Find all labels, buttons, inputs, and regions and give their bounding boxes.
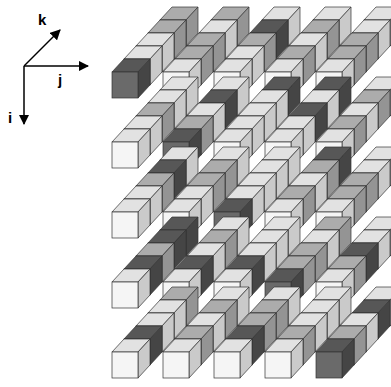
cube <box>316 339 354 378</box>
axis-label: k <box>38 12 46 27</box>
cube-face <box>201 46 213 85</box>
cube-face <box>150 46 162 85</box>
cube-face <box>112 212 138 238</box>
cube <box>112 59 150 98</box>
cube-face <box>138 199 150 238</box>
axis-label: i <box>8 110 12 125</box>
cube-face <box>364 217 391 230</box>
cube-face <box>138 269 150 308</box>
cube-face <box>265 352 291 378</box>
cube-face <box>252 186 264 225</box>
cube-face <box>201 116 213 155</box>
cube-face <box>112 282 138 308</box>
cube-face <box>303 116 315 155</box>
cube <box>214 339 252 378</box>
cube-face <box>214 352 240 378</box>
cube-face <box>189 339 201 378</box>
cube-face <box>138 59 150 98</box>
cube-face <box>291 339 303 378</box>
cube-face <box>252 256 264 295</box>
cube-face <box>112 352 138 378</box>
cube-face <box>150 186 162 225</box>
axis-arrow <box>24 65 88 67</box>
cube-face <box>150 116 162 155</box>
cube-face <box>364 77 391 90</box>
cube-face <box>342 339 354 378</box>
cube-face <box>354 116 366 155</box>
cube <box>112 269 150 308</box>
axis-arrow <box>24 30 60 66</box>
cube-face <box>366 33 378 72</box>
cube-face <box>163 352 189 378</box>
cube-face <box>252 116 264 155</box>
cube-face <box>364 147 391 160</box>
cube-face <box>201 186 213 225</box>
cube-face <box>138 339 150 378</box>
cube-face <box>303 256 315 295</box>
cube <box>163 339 201 378</box>
cube-face <box>378 230 390 269</box>
axis-arrow <box>23 66 25 124</box>
cube-face <box>366 243 378 282</box>
cube-face <box>252 326 264 365</box>
cube-face <box>303 46 315 85</box>
cube <box>265 339 303 378</box>
cubes <box>112 7 391 378</box>
cube-face <box>354 46 366 85</box>
cube-face <box>366 103 378 142</box>
cube-face <box>252 46 264 85</box>
cube-face <box>150 326 162 365</box>
cube-face <box>378 160 390 199</box>
cube-face <box>366 313 378 352</box>
cube <box>112 199 150 238</box>
cube-face <box>201 326 213 365</box>
cube-face <box>366 173 378 212</box>
cube-face <box>378 300 390 339</box>
cube-face <box>354 186 366 225</box>
cube <box>112 129 150 168</box>
cube-face <box>303 186 315 225</box>
cube-face <box>354 256 366 295</box>
cube-face <box>303 326 315 365</box>
cube-face <box>112 72 138 98</box>
cube-face <box>316 352 342 378</box>
cube-face <box>201 256 213 295</box>
cube <box>112 339 150 378</box>
cube-face <box>378 90 390 129</box>
cube-face <box>240 339 252 378</box>
axes <box>24 30 88 124</box>
cube-face <box>112 142 138 168</box>
cube-face <box>138 129 150 168</box>
cube-face <box>150 256 162 295</box>
cube-face <box>364 7 391 20</box>
axis-label: j <box>58 72 62 87</box>
cube-face <box>364 287 391 300</box>
cube-face <box>378 20 390 59</box>
cube-face <box>354 326 366 365</box>
